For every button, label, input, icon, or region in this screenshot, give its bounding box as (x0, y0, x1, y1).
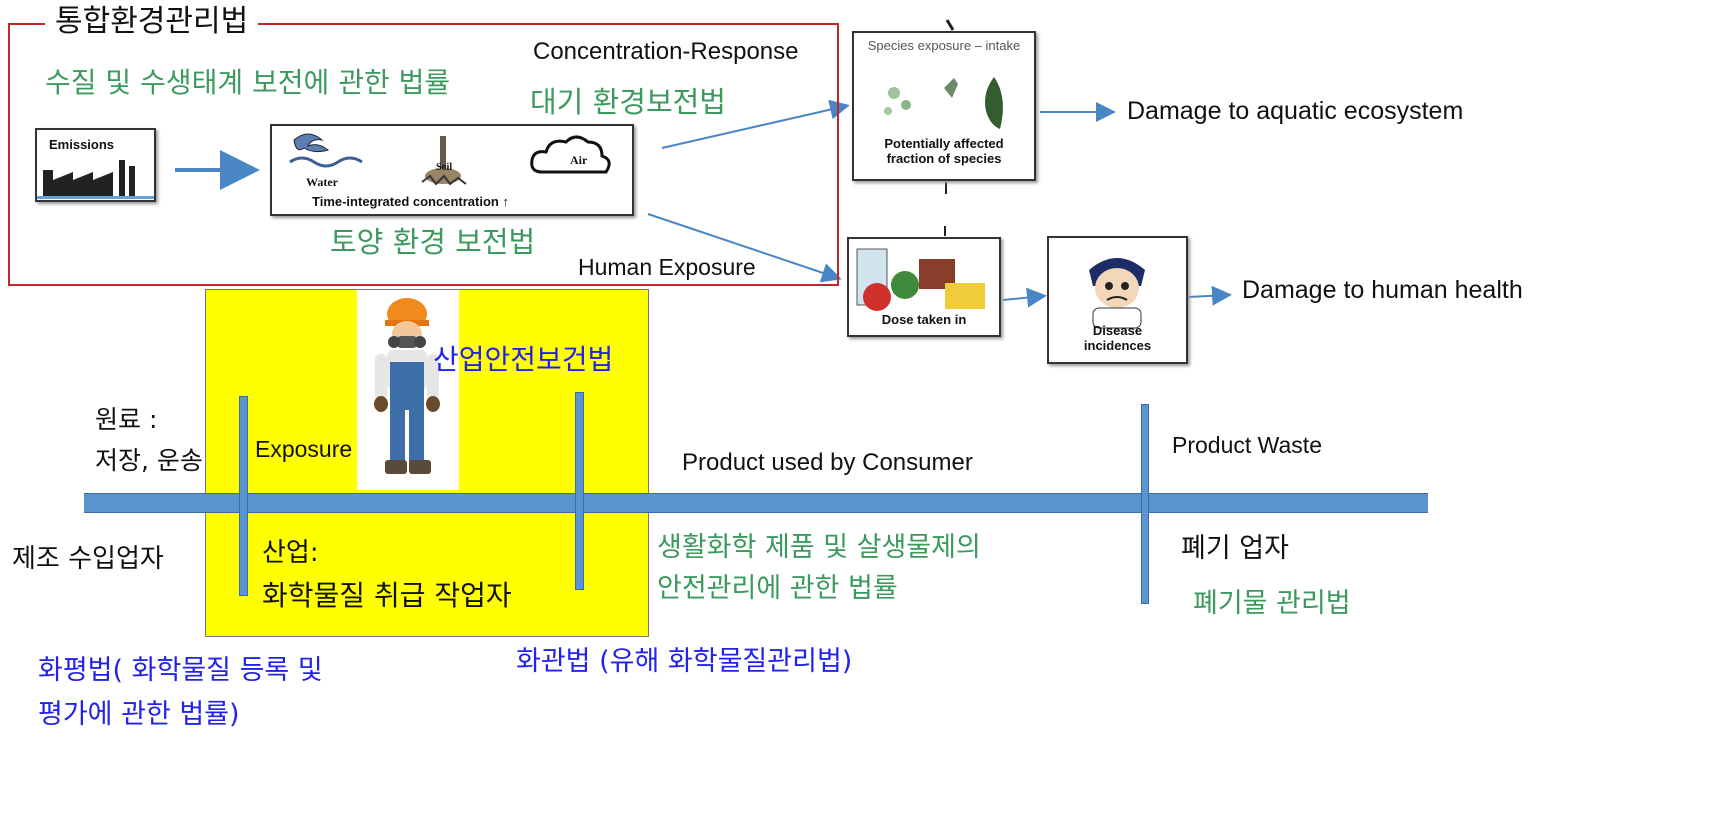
integrated-environment-frame (8, 23, 839, 286)
industry-label: 산업: (262, 538, 319, 568)
food-icon (856, 248, 985, 311)
disease-incidences-label: Disease incidences (1083, 323, 1152, 353)
manufacturer-importer-label: 제조 수입업자 (12, 544, 164, 574)
lifecycle-timeline (84, 493, 1428, 513)
air-law-label: 대기 환경보전법 (530, 85, 726, 119)
k-reach-law-line1: 화평법( 화학물질 등록 및 (38, 655, 323, 686)
timeline-tick-waste (1141, 404, 1149, 604)
aquatic-species-icon (884, 77, 1003, 129)
water-label: Water (306, 175, 339, 189)
osh-law-label: 산업안전보건법 (433, 343, 614, 376)
water-icon (289, 133, 363, 168)
waste-law-label: 폐기물 관리법 (1193, 588, 1351, 619)
affected-fraction-label: Potentially affected fraction of species (884, 136, 1004, 166)
soil-icon (421, 136, 467, 186)
air-cloud-icon (530, 135, 611, 174)
dose-label: Dose taken in (881, 312, 967, 327)
exposure-label: Exposure (255, 436, 353, 462)
k-reach-law-line2: 평가에 관한 법률) (38, 699, 240, 730)
chemical-control-law-label: 화관법 (유해 화학물질관리법) (516, 646, 853, 677)
damage-human-label: Damage to human health (1242, 276, 1523, 304)
air-label: Air (570, 153, 588, 167)
human-exposure-label: Human Exposure (578, 254, 756, 280)
chemical-workers-label: 화학물질 취급 작업자 (262, 579, 512, 612)
consumer-law-line1: 생활화학 제품 및 살생물제의 (657, 532, 981, 563)
soil-label: Soil (436, 162, 452, 173)
disease-box: Disease incidences (1047, 236, 1188, 364)
storage-transport-label: 저장, 운송 (95, 446, 203, 475)
dose-box: Dose taken in (847, 237, 1001, 337)
compartments-box: Water Soil Air Time-integrated concentra… (270, 124, 634, 216)
sick-person-icon (1089, 258, 1145, 329)
soil-law-label: 토양 환경 보전법 (330, 225, 536, 259)
consumer-law-line2: 안전관리에 관한 법률 (657, 573, 898, 604)
worker-figure (357, 290, 459, 490)
integrated-environment-title: 통합환경관리법 (45, 4, 259, 40)
species-exposure-box: Species exposure – intake Potentially af… (852, 31, 1036, 181)
timeline-tick-industry (575, 392, 584, 590)
product-used-label: Product used by Consumer (682, 449, 973, 476)
timeline-tick-raw-material (239, 396, 248, 596)
product-waste-label: Product Waste (1172, 432, 1322, 458)
damage-aquatic-label: Damage to aquatic ecosystem (1127, 97, 1464, 125)
waste-handler-label: 폐기 업자 (1181, 533, 1289, 564)
raw-material-label: 원료 : (95, 405, 158, 434)
concentration-response-label: Concentration-Response (533, 38, 799, 65)
species-exposure-label: Species exposure – intake (867, 38, 1021, 53)
water-law-label: 수질 및 수생태계 보전에 관한 법률 (45, 66, 451, 99)
compartment-icons: Water Soil Air Time-integrated concentra… (289, 133, 611, 209)
emissions-label: Emissions (49, 137, 115, 152)
factory-icon (37, 160, 154, 199)
time-integrated-caption: Time-integrated concentration ↑ (312, 194, 509, 209)
emissions-box: Emissions (35, 128, 156, 202)
